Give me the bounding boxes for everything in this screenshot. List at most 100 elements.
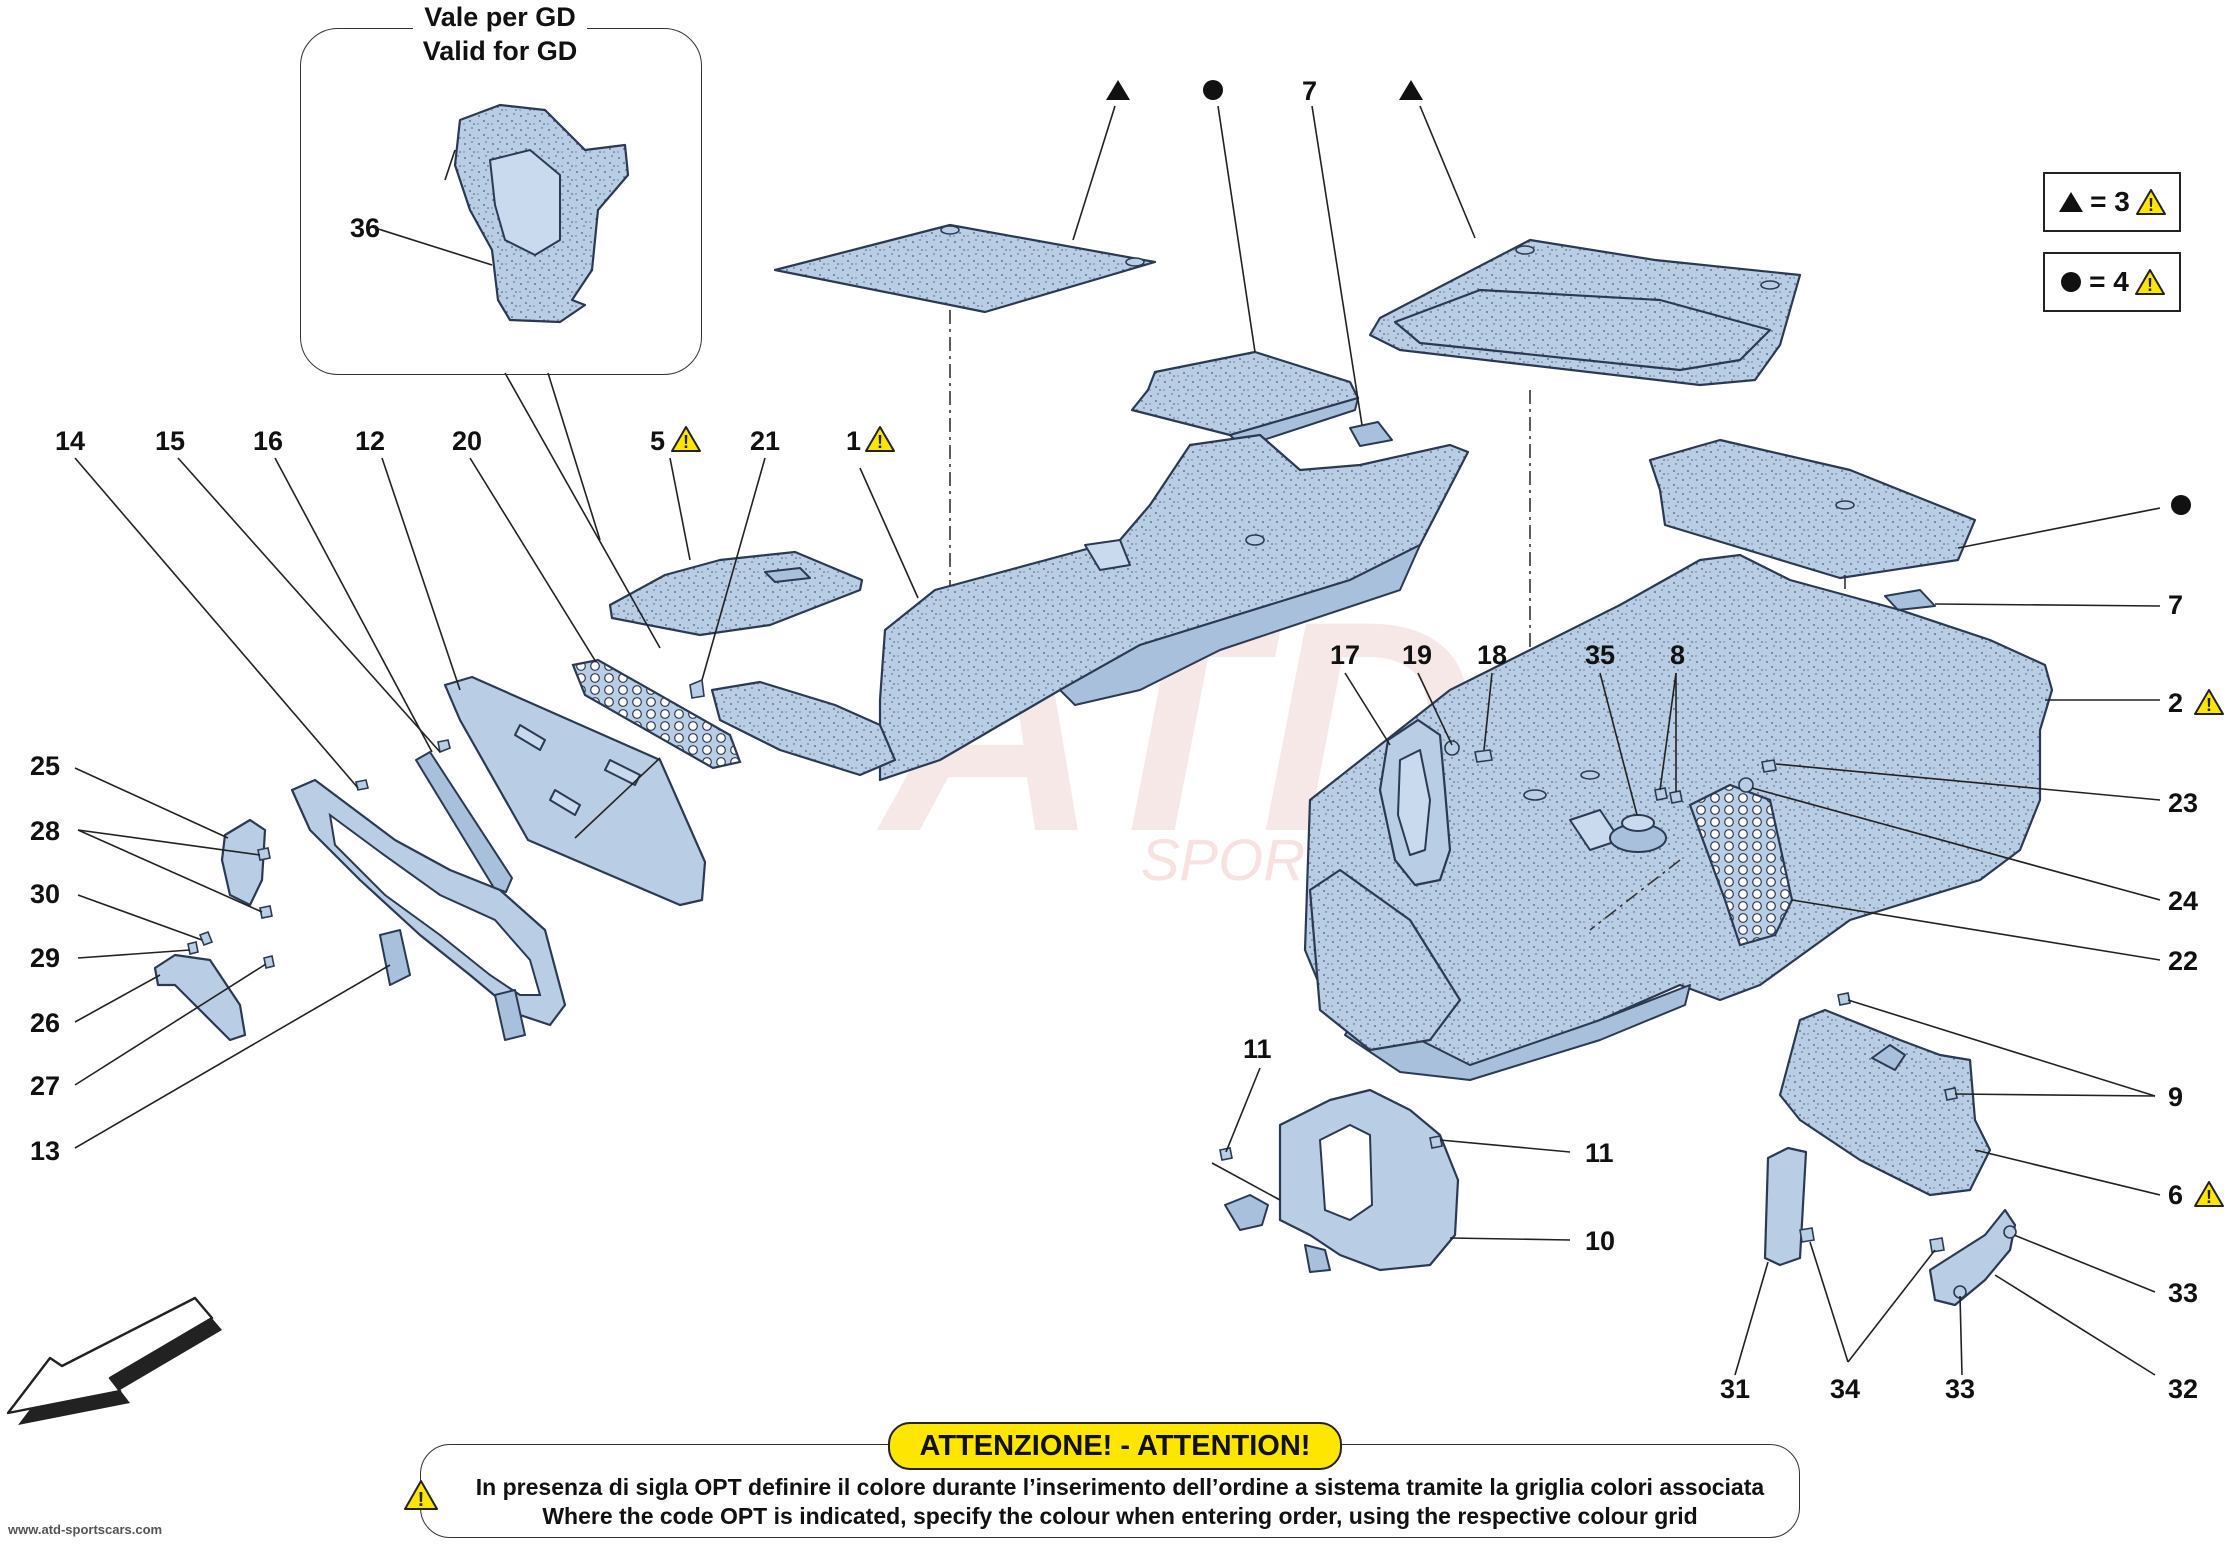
label-7-right: 7 <box>2168 590 2183 620</box>
label-10: 10 <box>1585 1226 1615 1256</box>
label-24: 24 <box>2168 886 2198 916</box>
label-36: 36 <box>350 213 380 243</box>
triangle-symbol-left <box>1106 80 1130 100</box>
label-20: 20 <box>452 426 482 456</box>
part-12-cover-plate <box>381 372 707 907</box>
attention-banner: ATTENZIONE! - ATTENTION! <box>888 1422 1342 1470</box>
label-9: 9 <box>2168 1082 2183 1112</box>
part-6-cover <box>1778 1008 2161 1197</box>
label-17: 17 <box>1330 640 1360 670</box>
part-8-screws <box>1654 672 1683 804</box>
svg-text:!: ! <box>418 1489 425 1511</box>
label-23: 23 <box>2168 788 2198 818</box>
triangle-symbol-right <box>1399 80 1423 100</box>
label-2: 2 <box>2168 688 2183 718</box>
warning-icon: ! <box>671 426 701 452</box>
notice-text-en: Where the code OPT is indicated, specify… <box>542 1503 1698 1529</box>
label-28: 28 <box>30 816 60 846</box>
gd-inset-box <box>300 28 702 375</box>
part-27-screw <box>74 955 275 1086</box>
label-6: 6 <box>2168 1180 2183 1210</box>
part-31-strip <box>1734 1146 1808 1376</box>
part-5-panel <box>608 457 864 637</box>
label-8: 8 <box>1670 640 1685 670</box>
circle-symbol-middle <box>1203 80 1223 100</box>
svg-text:!: ! <box>683 432 689 452</box>
part-28-bolts <box>77 829 273 919</box>
mat-circle-middle <box>1130 105 1360 448</box>
direction-arrow <box>6 1296 222 1425</box>
part-21-screw <box>689 457 766 699</box>
label-5: 5 <box>650 426 665 456</box>
part-30-nut <box>77 894 214 947</box>
part-2-right-floor-carpet <box>1303 553 2160 1081</box>
label-32: 32 <box>2168 1374 2198 1404</box>
part-15-screw <box>177 457 451 754</box>
part-35-cup <box>1599 672 1667 853</box>
label-12: 12 <box>355 426 385 456</box>
svg-text:!: ! <box>2147 275 2153 295</box>
label-30: 30 <box>30 879 60 909</box>
part-32-bracket <box>1928 1208 2156 1376</box>
label-27: 27 <box>30 1071 60 1101</box>
part-29-nut <box>77 941 199 959</box>
svg-text:!: ! <box>877 432 883 452</box>
mat-triangle-left <box>773 105 1157 590</box>
warning-icon: ! <box>865 426 895 452</box>
warning-icon: ! <box>2134 269 2165 295</box>
part-34-clips <box>1799 1227 1945 1363</box>
part-11-fasteners <box>1211 1067 1571 1201</box>
svg-text:!: ! <box>2206 1187 2212 1207</box>
part-1-left-floor-carpet <box>710 433 1470 782</box>
label-26: 26 <box>30 1008 60 1038</box>
part-33-fasteners <box>1953 1225 2156 1376</box>
part-16-strip <box>274 457 513 893</box>
label-7-top: 7 <box>1302 76 1317 106</box>
mat-triangle-right <box>1368 105 1802 800</box>
part-26-bracket <box>74 953 247 1042</box>
circle-icon <box>2061 272 2082 292</box>
legend-circle-value: = 4 <box>2089 266 2129 297</box>
label-14: 14 <box>55 426 85 456</box>
part-20-mesh-grille <box>469 457 742 770</box>
part-9-screws <box>1837 992 2156 1101</box>
label-15: 15 <box>155 426 185 456</box>
label-19: 19 <box>1402 640 1432 670</box>
warning-icon: ! <box>404 1480 438 1511</box>
gd-title-it: Vale per GD <box>424 2 576 32</box>
label-11-right: 11 <box>1585 1138 1614 1168</box>
part-18-screw <box>1474 672 1493 763</box>
part-10-bracket <box>1224 1088 1571 1273</box>
part-25-bracket <box>74 767 267 907</box>
part-14-screw <box>74 457 369 791</box>
label-11-top: 11 <box>1243 1034 1272 1064</box>
part-19-washer <box>1417 672 1460 756</box>
part-36-bracket <box>371 103 630 324</box>
label-16: 16 <box>253 426 283 456</box>
gd-inset-title: Vale per GD Valid for GD <box>300 0 700 68</box>
part-7-clip-right <box>1884 589 2161 611</box>
label-21: 21 <box>750 426 780 456</box>
triangle-icon <box>2059 192 2084 212</box>
legend-triangle-value: = 3 <box>2090 186 2130 217</box>
site-url: www.atd-sportscars.com <box>8 1522 163 1537</box>
part-22-mesh-grille <box>1589 783 2161 961</box>
part-23-screw <box>1761 759 2161 801</box>
label-18: 18 <box>1477 640 1507 670</box>
label-1: 1 <box>846 426 861 456</box>
notice-text-it: In presenza di sigla OPT definire il col… <box>475 1474 1765 1500</box>
label-13: 13 <box>30 1136 60 1166</box>
svg-text:!: ! <box>2148 195 2154 215</box>
label-33-right: 33 <box>2168 1278 2198 1308</box>
label-25: 25 <box>30 751 60 781</box>
part-7-clip-top <box>1311 105 1393 447</box>
warning-icon: ! <box>2135 189 2166 215</box>
circle-symbol-right <box>2171 495 2191 515</box>
part-17-panel <box>1344 672 1452 887</box>
warning-icon: ! <box>2194 1181 2224 1207</box>
gd-title-en: Valid for GD <box>422 36 578 66</box>
legend-triangle: = 3 ! <box>2043 172 2181 232</box>
label-22: 22 <box>2168 946 2198 976</box>
part-13-frame <box>74 778 567 1149</box>
